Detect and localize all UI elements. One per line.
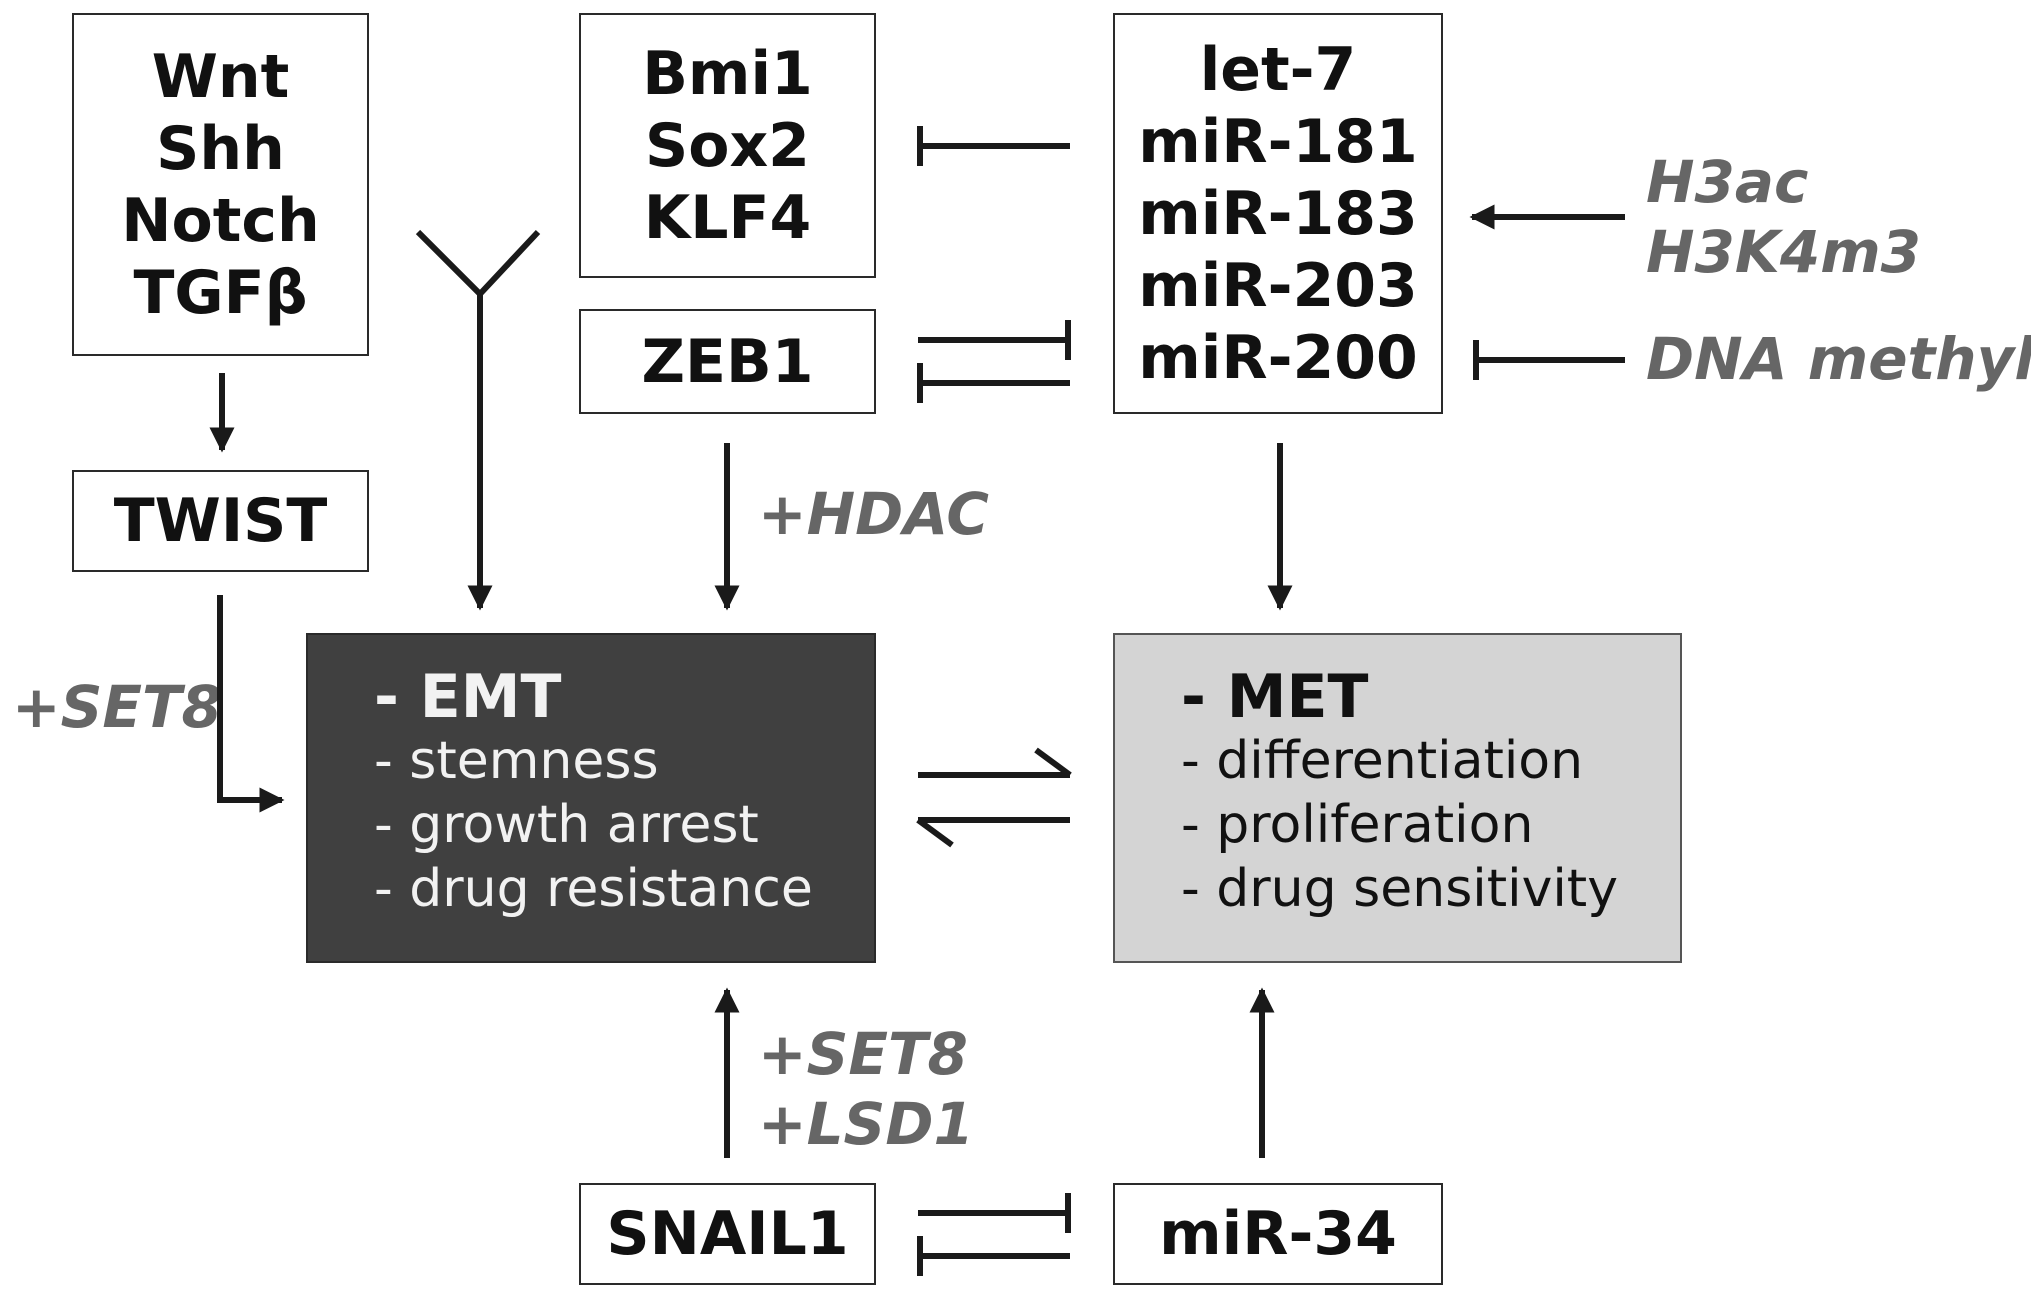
- zeb1-box: ZEB1: [579, 309, 876, 414]
- modifier-h3k4m3: H3K4m3: [1646, 218, 1921, 286]
- met-state-box: - MET - differentiation - proliferation …: [1113, 633, 1682, 963]
- receptor-icon: [415, 229, 541, 297]
- emt-item-drug-resistance: - drug resistance: [374, 859, 813, 919]
- mirna-let7: let-7: [1199, 34, 1357, 105]
- mirna-203: miR-203: [1138, 250, 1418, 321]
- signals-box: Wnt Shh Notch TGFβ: [72, 13, 369, 356]
- modifier-set8-snail: +SET8: [758, 1020, 968, 1088]
- met-item-differentiation: - differentiation: [1181, 731, 1584, 791]
- mir34-box: miR-34: [1113, 1183, 1443, 1285]
- emt-state-box: - EMT - stemness - growth arrest - drug …: [306, 633, 876, 963]
- modifier-hdac: +HDAC: [758, 480, 989, 548]
- inhibit-dna-methylation-to-mirna: [1473, 340, 1625, 380]
- modifier-h3ac: H3ac: [1646, 148, 1809, 216]
- signal-notch: Notch: [121, 185, 320, 256]
- twist-box: TWIST: [72, 470, 369, 572]
- zeb1-label: ZEB1: [641, 326, 814, 397]
- mir34-label: miR-34: [1159, 1199, 1397, 1269]
- inhibit-snail1-to-mir34: [918, 1193, 1071, 1233]
- met-state-list: - MET - differentiation - proliferation …: [1181, 665, 1618, 921]
- factor-bmi1: Bmi1: [642, 38, 813, 109]
- twist-label: TWIST: [113, 486, 328, 556]
- mirna-cluster-box: let-7 miR-181 miR-183 miR-203 miR-200: [1113, 13, 1443, 414]
- snail1-label: SNAIL1: [606, 1199, 849, 1269]
- inhibit-zeb1-to-mir200: [918, 320, 1071, 360]
- arrow-twist-to-emt: [217, 595, 285, 813]
- modifier-set8-twist: +SET8: [12, 673, 222, 741]
- emt-met-equilibrium: [916, 747, 1072, 848]
- met-item-drug-sensitivity: - drug sensitivity: [1181, 859, 1618, 919]
- modifier-dna-methylation: DNA methyl.: [1646, 325, 2031, 393]
- mirna-181: miR-181: [1138, 106, 1418, 177]
- factor-klf4: KLF4: [643, 182, 812, 253]
- met-item-proliferation: - proliferation: [1181, 795, 1534, 855]
- emt-item-growth-arrest: - growth arrest: [374, 795, 759, 855]
- emt-state-list: - EMT - stemness - growth arrest - drug …: [374, 665, 813, 921]
- factor-sox2: Sox2: [645, 110, 810, 181]
- reprogramming-box: Bmi1 Sox2 KLF4: [579, 13, 876, 278]
- met-heading: - MET: [1181, 662, 1369, 732]
- signal-tgfb: TGFβ: [133, 257, 308, 328]
- emt-heading: - EMT: [374, 662, 562, 732]
- inhibit-mirna-to-reprogramming: [917, 126, 1070, 166]
- modifier-lsd1: +LSD1: [758, 1090, 974, 1158]
- mirna-200: miR-200: [1138, 322, 1418, 393]
- signal-shh: Shh: [156, 113, 285, 184]
- emt-item-stemness: - stemness: [374, 731, 659, 791]
- mirna-183: miR-183: [1138, 178, 1418, 249]
- inhibit-mir200-to-zeb1: [917, 363, 1070, 403]
- signal-wnt: Wnt: [151, 41, 290, 112]
- snail1-box: SNAIL1: [579, 1183, 876, 1285]
- inhibit-mir34-to-snail1: [917, 1236, 1070, 1276]
